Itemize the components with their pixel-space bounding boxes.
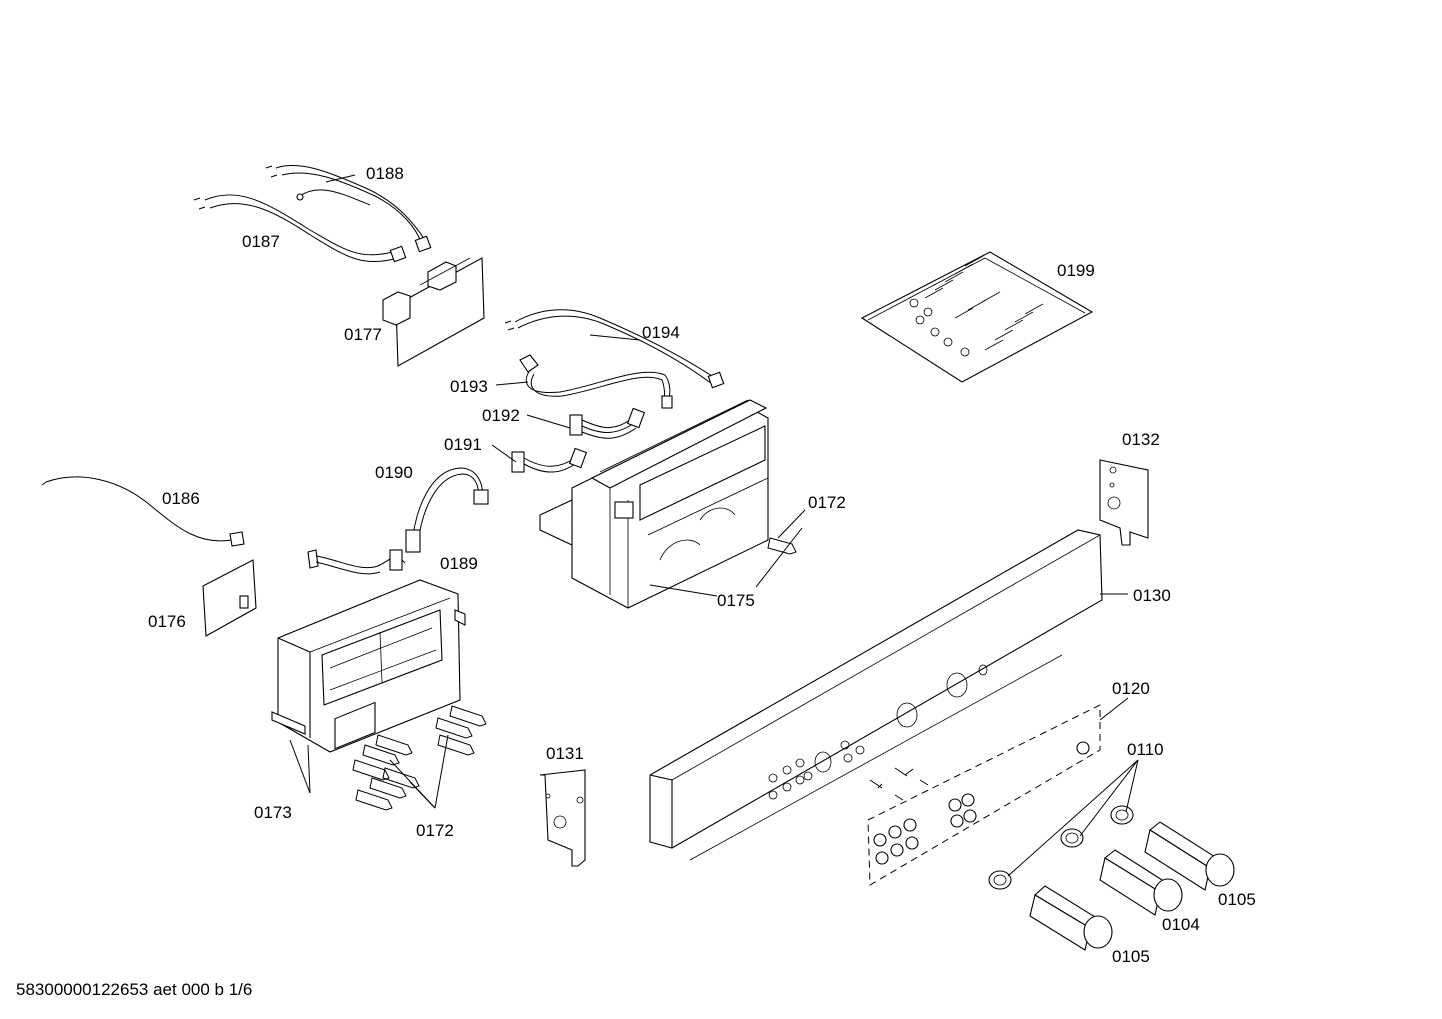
connector-pins-0172-left[interactable] [352,705,487,811]
label-0131: 0131 [546,744,584,763]
control-module-0173[interactable] [271,579,466,753]
label-0194: 0194 [642,323,680,342]
cable-0191[interactable] [511,447,588,473]
label-0176: 0176 [148,612,186,631]
front-panel-0130[interactable] [649,529,1103,861]
label-0104: 0104 [1162,915,1200,934]
cable-0187[interactable] [193,194,407,263]
label-0132: 0132 [1122,430,1160,449]
knob-0105-bottom[interactable] [1029,885,1113,951]
label-0190: 0190 [375,463,413,482]
label-0130: 0130 [1133,586,1171,605]
bracket-0132[interactable] [1099,459,1149,546]
rings-0110[interactable] [988,805,1134,890]
label-0105-bottom: 0105 [1112,947,1150,966]
label-0192: 0192 [482,406,520,425]
label-0172-left: 0172 [416,821,454,840]
cable-0186[interactable] [41,476,245,547]
button-kit-0120[interactable] [867,704,1101,886]
board-0176[interactable] [202,559,257,637]
document-footer: 58300000122653 aet 000 b 1/6 [16,980,253,999]
part-labels: 0188 0187 0177 0194 0193 0192 0191 0190 … [148,164,1256,966]
label-0187: 0187 [242,232,280,251]
leader-lines [289,174,1139,877]
label-0193: 0193 [450,377,488,396]
bracket-0131[interactable] [539,769,586,867]
label-0177: 0177 [344,325,382,344]
cable-0193[interactable] [519,354,673,409]
connector-pin-0172-right[interactable] [767,537,797,555]
cable-0188[interactable] [265,165,432,253]
label-0173: 0173 [254,803,292,822]
knob-0104[interactable] [1099,849,1183,916]
label-0105-right: 0105 [1218,890,1256,909]
label-0110: 0110 [1127,740,1164,759]
label-0188: 0188 [366,164,404,183]
power-module-0175[interactable] [539,399,769,609]
label-0175: 0175 [717,591,755,610]
label-0191: 0191 [444,435,482,454]
label-0120: 0120 [1112,679,1150,698]
cable-0189[interactable] [307,549,403,575]
label-0186: 0186 [162,489,200,508]
label-0189: 0189 [440,554,478,573]
label-0199: 0199 [1057,261,1095,280]
board-0177[interactable] [382,257,485,367]
label-0172-right: 0172 [808,493,846,512]
cable-0192[interactable] [569,407,646,439]
cable-0190[interactable] [405,467,489,553]
screw-bag-0199[interactable] [860,251,1094,383]
knob-0105-right[interactable] [1144,821,1235,891]
cable-0194[interactable] [504,309,725,389]
